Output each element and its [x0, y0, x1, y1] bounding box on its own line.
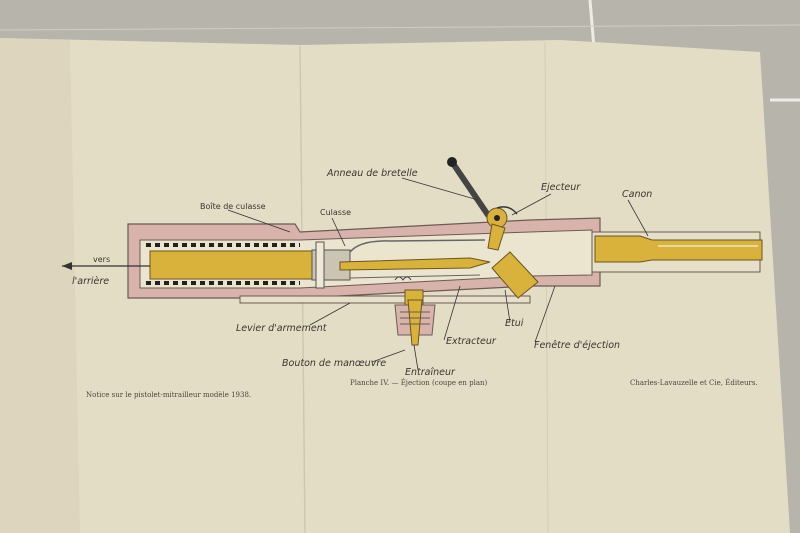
label-levier: Levier d'armement	[236, 323, 328, 334]
footer-left: Notice sur le pistolet-mitrailleur modèl…	[86, 391, 251, 399]
sling-ring	[449, 159, 491, 218]
plate-caption: Planche IV. — Éjection (coupe en plan)	[350, 378, 488, 387]
label-extracteur: Extracteur	[446, 336, 497, 347]
label-culasse: Culasse	[320, 208, 351, 217]
leader-lines	[227, 177, 649, 371]
label-etui: Etui	[505, 318, 524, 329]
label-boite: Boîte de culasse	[200, 202, 266, 211]
fold-line-2	[544, 41, 549, 533]
label-ejecteur: Ejecteur	[541, 182, 581, 193]
ejected-case	[491, 251, 539, 299]
publisher: Charles-Lavauzelle et Cie, Éditeurs.	[630, 378, 758, 387]
label-fenetre: Fenêtre d'éjection	[534, 340, 620, 351]
label-arriere: l'arrière	[72, 276, 109, 287]
label-bouton: Bouton de manœuvre	[282, 358, 386, 369]
bottom-rail	[239, 295, 531, 304]
firing-pin	[339, 257, 491, 271]
label-vers: vers	[93, 255, 110, 264]
barrel	[594, 235, 763, 263]
label-canon: Canon	[622, 189, 652, 200]
label-anneau: Anneau de bretelle	[326, 168, 418, 179]
guide-rod	[149, 250, 316, 280]
label-entraineur: Entraîneur	[405, 367, 456, 378]
